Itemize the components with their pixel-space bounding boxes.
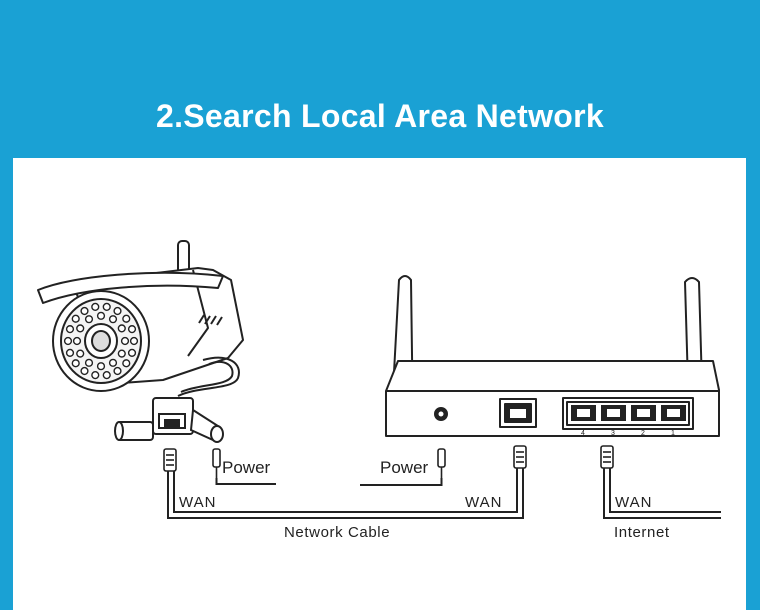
router-power-label: Power bbox=[380, 458, 429, 477]
network-cable bbox=[167, 468, 524, 519]
internet-wan-label: WAN bbox=[615, 494, 653, 511]
page-title: 2.Search Local Area Network bbox=[156, 98, 604, 134]
router-wan-label: WAN bbox=[465, 494, 503, 511]
ir-led bbox=[65, 325, 75, 334]
internet-cable bbox=[603, 468, 721, 519]
ir-led bbox=[72, 336, 82, 346]
lan-port-number: 2 bbox=[641, 430, 645, 437]
ir-led bbox=[108, 358, 118, 367]
router-power-plug-icon bbox=[437, 448, 446, 478]
camera-power-cable bbox=[215, 478, 276, 485]
camera-power-plug-icon bbox=[212, 448, 221, 478]
ir-led bbox=[80, 306, 89, 316]
lan-port-socket bbox=[667, 409, 680, 417]
network-cable-label: Network Cable bbox=[284, 524, 391, 541]
ir-led bbox=[102, 371, 111, 380]
ir-led bbox=[91, 302, 100, 311]
ir-led bbox=[63, 336, 73, 346]
camera-wan-label: WAN bbox=[179, 494, 217, 511]
ir-led bbox=[71, 359, 80, 368]
ir-led bbox=[108, 315, 118, 324]
ir-led-ring bbox=[63, 302, 139, 380]
camera-power-label: Power bbox=[222, 458, 271, 477]
lan-port-socket bbox=[607, 409, 620, 417]
ir-led bbox=[65, 348, 75, 357]
camera-cable-icon bbox=[114, 356, 240, 443]
ir-led bbox=[84, 358, 94, 367]
ip-camera-icon bbox=[37, 240, 244, 392]
router-power-cable bbox=[360, 478, 443, 486]
ir-led bbox=[127, 325, 137, 334]
ir-led bbox=[76, 349, 85, 358]
ir-led bbox=[120, 336, 130, 346]
ir-led bbox=[96, 362, 106, 371]
ir-led bbox=[117, 324, 126, 333]
lan-port-number: 3 bbox=[611, 430, 615, 437]
ir-led bbox=[129, 336, 139, 346]
lan-port-socket bbox=[637, 409, 650, 417]
lan-port-socket bbox=[577, 409, 590, 417]
lan-port-number: 1 bbox=[671, 430, 675, 437]
internet-wan-plug-icon bbox=[600, 445, 614, 469]
ir-led bbox=[84, 315, 94, 324]
ir-led bbox=[96, 311, 106, 320]
ir-led bbox=[122, 359, 131, 368]
router-lan-ports: 4 3 2 1 bbox=[571, 405, 686, 437]
network-diagram: 4 3 2 1 bbox=[37, 240, 721, 519]
ir-led bbox=[102, 302, 111, 311]
lan-port-number: 4 bbox=[581, 430, 585, 437]
internet-label: Internet bbox=[614, 524, 670, 541]
ir-led bbox=[117, 349, 126, 358]
router-wan-plug-icon bbox=[513, 445, 527, 469]
ir-led bbox=[127, 348, 137, 357]
ir-led bbox=[91, 371, 100, 380]
ir-led bbox=[76, 324, 85, 333]
camera-wan-plug-icon bbox=[163, 448, 177, 472]
ir-led bbox=[113, 366, 122, 376]
ir-led bbox=[122, 314, 131, 323]
diagram-panel: 4 3 2 1 bbox=[13, 158, 746, 610]
ir-led bbox=[80, 366, 89, 376]
ir-led bbox=[113, 306, 122, 316]
ir-led bbox=[71, 314, 80, 323]
